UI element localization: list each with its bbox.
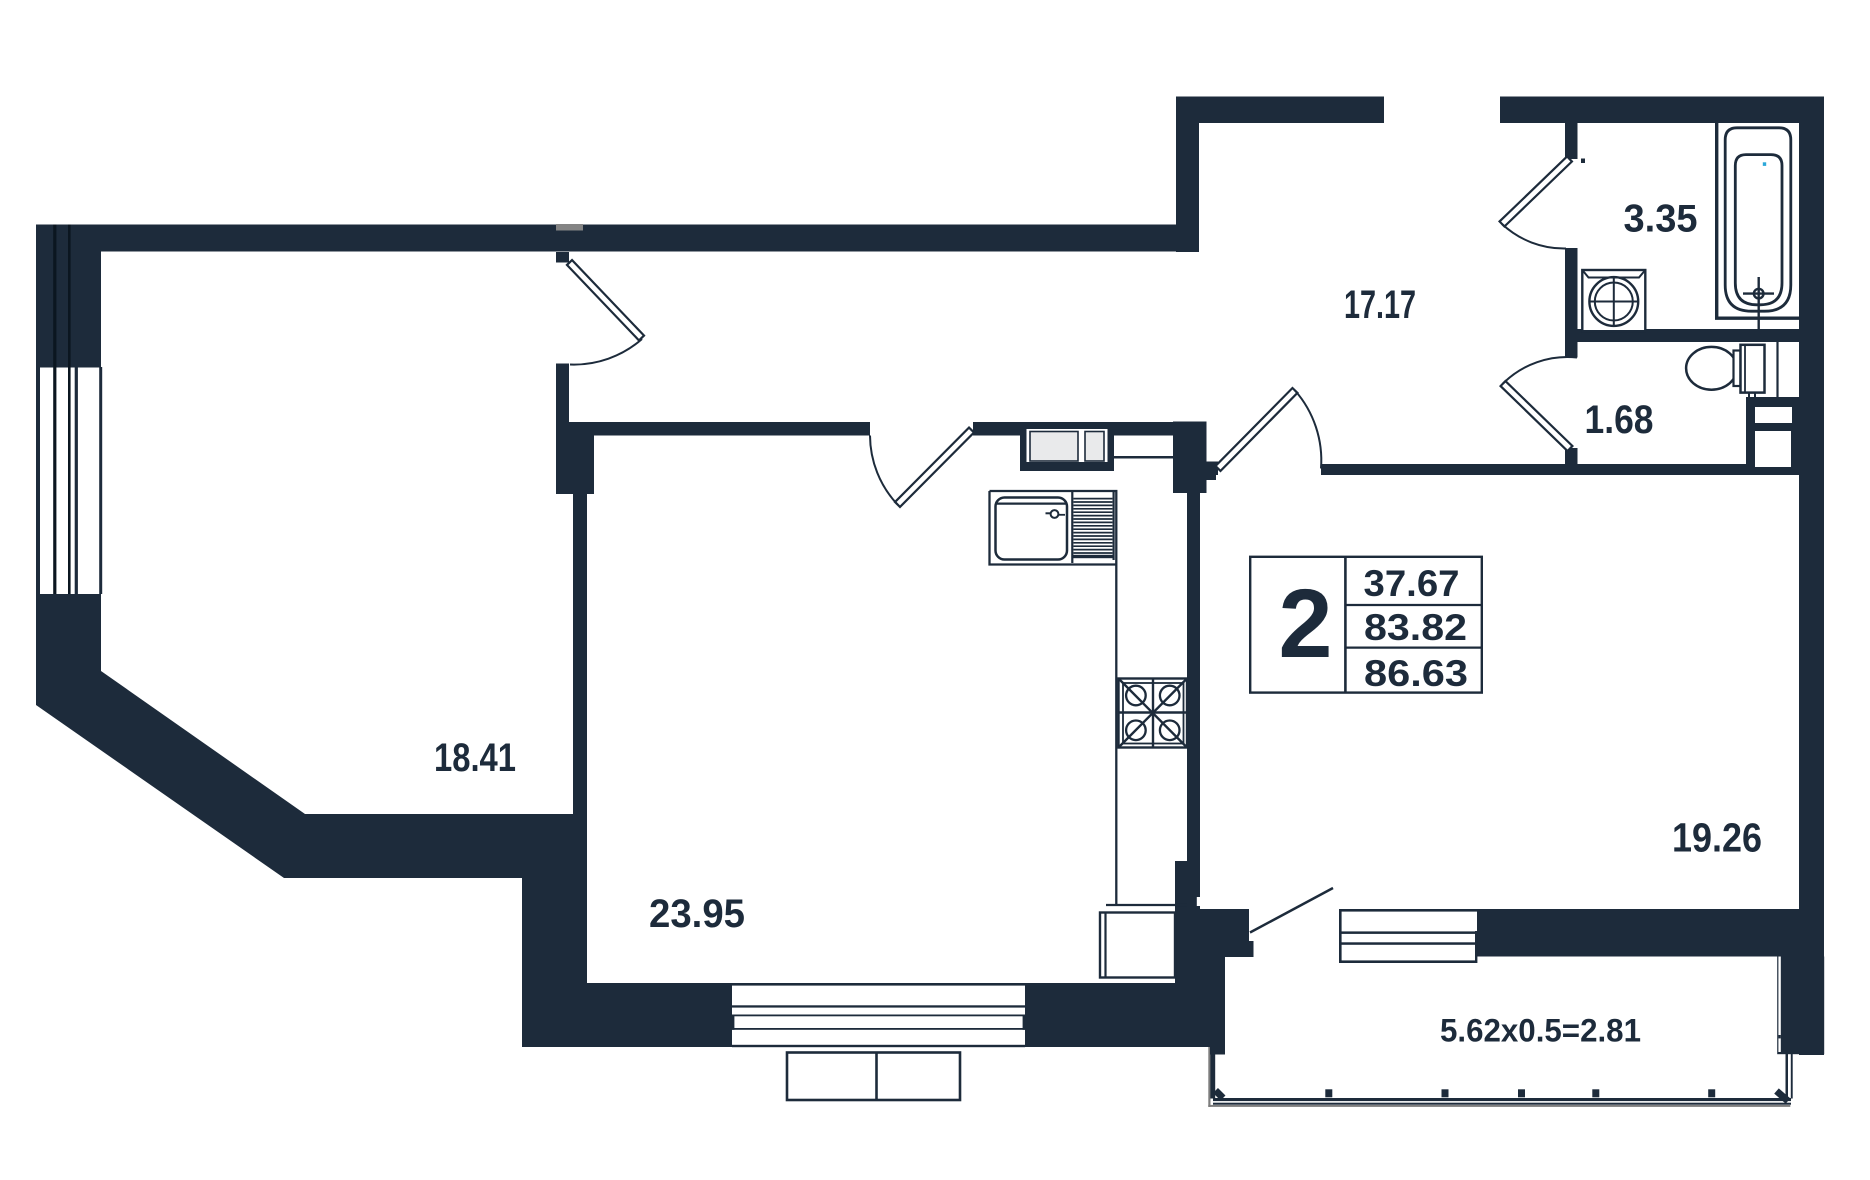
svg-text:37.67: 37.67 — [1364, 562, 1460, 604]
svg-text:1.68: 1.68 — [1585, 398, 1654, 442]
svg-text:17.17: 17.17 — [1344, 283, 1416, 327]
svg-text:3.35: 3.35 — [1624, 198, 1698, 241]
svg-text:86.63: 86.63 — [1364, 652, 1468, 694]
svg-text:2: 2 — [1279, 569, 1333, 678]
svg-text:23.95: 23.95 — [649, 892, 745, 936]
svg-text:5.62x0.5=2.81: 5.62x0.5=2.81 — [1440, 1013, 1641, 1049]
svg-text:83.82: 83.82 — [1364, 606, 1467, 648]
svg-text:18.41: 18.41 — [434, 736, 516, 780]
svg-text:19.26: 19.26 — [1672, 815, 1762, 861]
